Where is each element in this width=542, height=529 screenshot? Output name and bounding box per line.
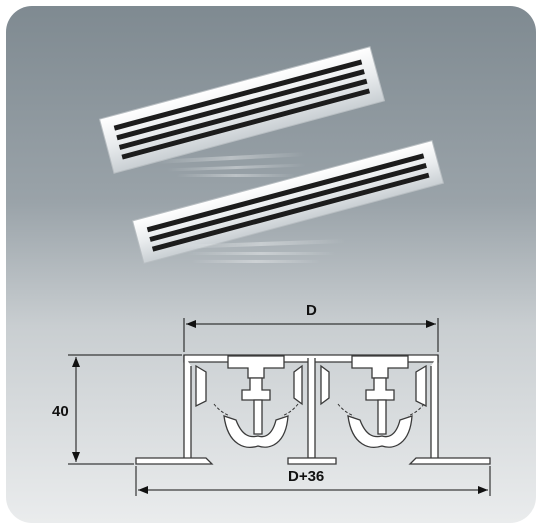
slot: [146, 153, 425, 233]
airflow-streaks: [155, 152, 307, 177]
width-dimension-label: D: [306, 302, 317, 319]
overall-dimension-label: D+36: [288, 468, 325, 485]
airflow-arrows: [213, 403, 425, 417]
linear-diffuser-4-slot: [98, 46, 386, 174]
dimension-lines: [68, 318, 491, 496]
cross-section-drawing: [135, 354, 491, 465]
slot: [116, 69, 365, 141]
diffuser-illustration: [68, 46, 491, 496]
slot: [121, 88, 371, 160]
linear-diffuser-3-slot: [131, 140, 445, 264]
slot: [151, 172, 430, 252]
slot: [113, 59, 363, 131]
airflow-streaks: [175, 239, 347, 263]
height-dimension-label: 40: [52, 403, 69, 420]
slot: [118, 78, 368, 150]
slot: [149, 163, 427, 242]
product-panel: D 40 D+36: [6, 6, 536, 523]
